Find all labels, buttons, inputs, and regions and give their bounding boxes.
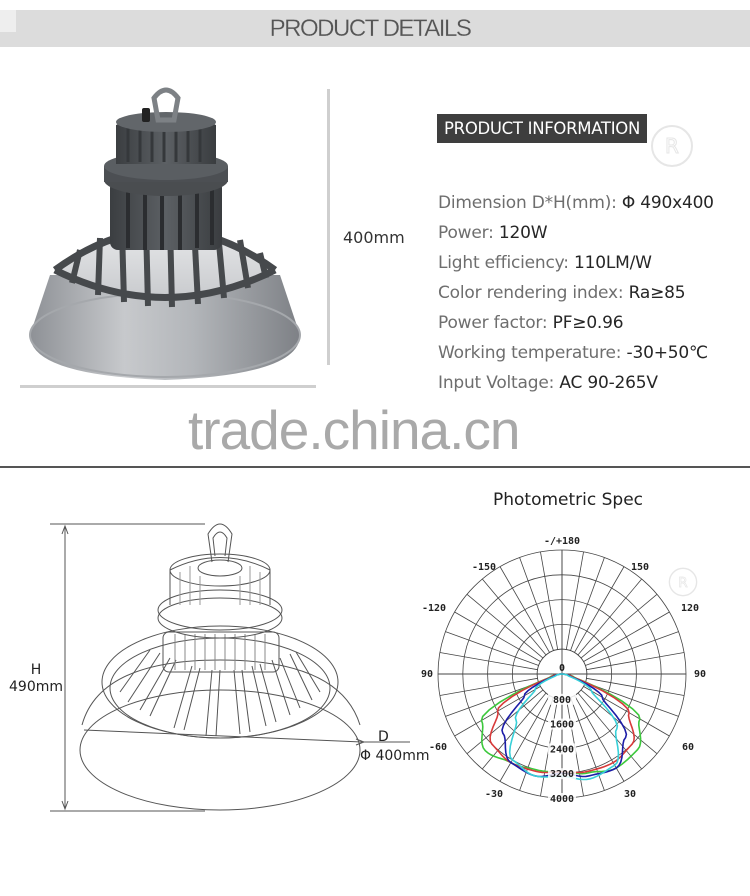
spec-value: PF≥0.96 bbox=[552, 313, 624, 333]
angle-tick-label: 120 bbox=[681, 603, 699, 614]
angle-tick-label: 150 bbox=[631, 562, 649, 573]
spec-value: 120W bbox=[498, 223, 548, 243]
spec-row-power-factor: Power factor: PF≥0.96 bbox=[438, 308, 714, 338]
height-dimension-value: 490mm bbox=[9, 679, 63, 695]
spec-value: AC 90-265V bbox=[559, 373, 658, 393]
radial-tick-label: 3200 bbox=[550, 769, 574, 780]
diameter-dimension-symbol: D bbox=[378, 729, 389, 745]
svg-text:R: R bbox=[678, 575, 688, 591]
spec-label: Light efficiency: bbox=[438, 253, 574, 273]
spec-row-working-temperature: Working temperature: -30+50℃ bbox=[438, 338, 714, 368]
spec-row-color-rendering: Color rendering index: Ra≥85 bbox=[438, 278, 714, 308]
spec-label: Power: bbox=[438, 223, 499, 243]
radial-tick-label: 2400 bbox=[550, 744, 574, 755]
angle-tick-label: -30 bbox=[485, 789, 503, 800]
spec-list: Dimension D*H(mm): Φ 490x400 Power: 120W… bbox=[438, 188, 714, 398]
product-information-badge: PRODUCT INFORMATION bbox=[437, 114, 647, 143]
spec-row-input-voltage: Input Voltage: AC 90-265V bbox=[438, 368, 714, 398]
svg-text:R: R bbox=[665, 134, 679, 158]
spec-row-dimension: Dimension D*H(mm): Φ 490x400 bbox=[438, 188, 714, 218]
spec-value: Φ 490x400 bbox=[621, 193, 714, 213]
spec-value: 110LM/W bbox=[574, 253, 652, 273]
height-dimension-label: 400mm bbox=[343, 228, 405, 247]
registered-mark-icon: R bbox=[668, 567, 698, 597]
angle-tick-label: -90 bbox=[420, 669, 433, 680]
angle-tick-label: -120 bbox=[422, 603, 446, 614]
spec-row-power: Power: 120W bbox=[438, 218, 714, 248]
photometric-polar-chart: -/+180 -150 150 -120 120 -90 90 -60 60 -30 30 0 800 1… bbox=[420, 536, 706, 805]
header-bar bbox=[0, 10, 750, 47]
diameter-dimension-label: D Φ 400mm bbox=[360, 728, 429, 766]
angle-tick-label: -60 bbox=[429, 742, 447, 753]
angle-tick-label: -/+180 bbox=[544, 536, 580, 547]
radial-tick-label: 4000 bbox=[550, 794, 574, 805]
angle-tick-label: 90 bbox=[694, 669, 706, 680]
high-bay-light-photo-icon bbox=[29, 87, 301, 380]
angle-tick-label: 30 bbox=[624, 789, 636, 800]
height-dimension-line bbox=[327, 89, 330, 365]
spec-label: Working temperature: bbox=[438, 343, 627, 363]
spec-value: Ra≥85 bbox=[628, 283, 686, 303]
width-dimension-line bbox=[20, 385, 316, 388]
spec-label: Power factor: bbox=[438, 313, 553, 333]
radial-tick-label: 0 bbox=[559, 663, 565, 674]
angle-tick-label: -150 bbox=[472, 562, 496, 573]
spec-row-light-efficiency: Light efficiency: 110LM/W bbox=[438, 248, 714, 278]
height-dimension-symbol: H bbox=[30, 662, 42, 678]
high-bay-light-drawing-icon bbox=[50, 523, 410, 812]
site-watermark: trade.china.cn bbox=[188, 399, 520, 461]
page-title: PRODUCT DETAILS bbox=[269, 15, 472, 42]
spec-label: Input Voltage: bbox=[438, 373, 560, 393]
spec-value: -30+50℃ bbox=[626, 343, 709, 363]
spec-label: Dimension D*H(mm): bbox=[438, 193, 622, 213]
spec-label: Color rendering index: bbox=[438, 283, 629, 303]
radial-tick-label: 800 bbox=[553, 695, 571, 706]
diameter-dimension-value: Φ 400mm bbox=[360, 748, 430, 764]
radial-tick-label: 1600 bbox=[550, 720, 574, 731]
angle-tick-label: 60 bbox=[682, 742, 694, 753]
chart-title: Photometric Spec bbox=[492, 490, 644, 510]
registered-mark-icon: R bbox=[651, 125, 693, 167]
height-dimension-label: H 490mm bbox=[8, 662, 64, 696]
section-divider bbox=[0, 466, 750, 468]
header-tab-decoration bbox=[0, 10, 16, 32]
